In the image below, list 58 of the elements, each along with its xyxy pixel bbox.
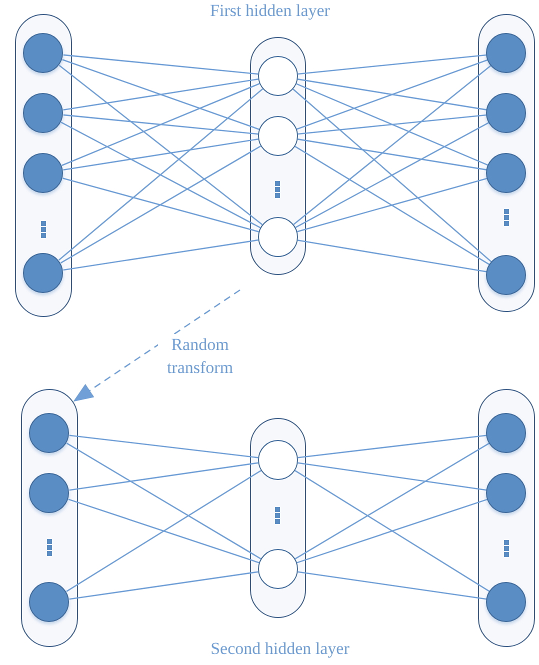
connection-line <box>63 54 258 75</box>
connection-line <box>292 88 492 262</box>
connection-line <box>62 59 260 130</box>
connection-line <box>298 114 487 135</box>
connection-line <box>66 442 262 560</box>
connection-line <box>62 83 260 166</box>
connection-line <box>298 462 487 491</box>
hidden-neuron-circle <box>258 116 298 156</box>
connection-line <box>69 434 258 458</box>
neuron-circle <box>486 92 526 132</box>
connection-line <box>297 178 488 232</box>
hidden-neuron-circle <box>258 548 298 588</box>
connection-line <box>298 434 487 458</box>
neuron-circle <box>486 472 526 512</box>
neuron-circle <box>23 252 63 292</box>
connection-line <box>68 498 260 564</box>
neuron-circle <box>23 92 63 132</box>
connection-line <box>298 138 487 170</box>
connection-line <box>63 138 258 171</box>
neuron-circle <box>29 582 69 622</box>
layer-title: First hidden layer <box>209 0 331 22</box>
neuron-circle <box>486 582 526 622</box>
connection-line <box>69 571 258 600</box>
connection-line <box>69 462 258 491</box>
neuron-circle <box>486 412 526 452</box>
hidden-neuron-circle <box>258 56 298 96</box>
neuron-circle <box>486 32 526 72</box>
connection-line <box>294 146 490 266</box>
connection-line <box>296 83 488 166</box>
connection-line <box>298 571 487 600</box>
connection-line <box>60 146 262 264</box>
connection-line <box>58 88 264 261</box>
connection-line <box>293 65 492 225</box>
connection-line <box>296 59 488 130</box>
neuron-circle <box>29 472 69 512</box>
connection-line <box>63 78 258 111</box>
connection-line <box>63 114 258 135</box>
connection-line <box>58 64 263 226</box>
connection-line <box>296 498 488 564</box>
connection-line <box>298 78 487 110</box>
layer-title: Second hidden layer <box>210 638 350 660</box>
neuron-circle <box>486 254 526 294</box>
connection-line <box>63 239 258 271</box>
dashed-arrow <box>72 289 240 402</box>
neuron-circle <box>23 32 63 72</box>
connection-line <box>66 470 262 592</box>
neuron-circle <box>486 152 526 192</box>
connection-line <box>294 470 490 592</box>
neuron-circle <box>29 412 69 452</box>
connection-line <box>298 54 487 75</box>
connection-line <box>298 240 487 272</box>
connection-line <box>60 122 261 228</box>
connection-line <box>295 122 490 228</box>
neuron-circle <box>23 152 63 192</box>
connection-line <box>62 178 259 232</box>
hidden-neuron-circle <box>258 216 298 256</box>
connection-line <box>294 442 490 560</box>
hidden-neuron-circle <box>258 440 298 480</box>
